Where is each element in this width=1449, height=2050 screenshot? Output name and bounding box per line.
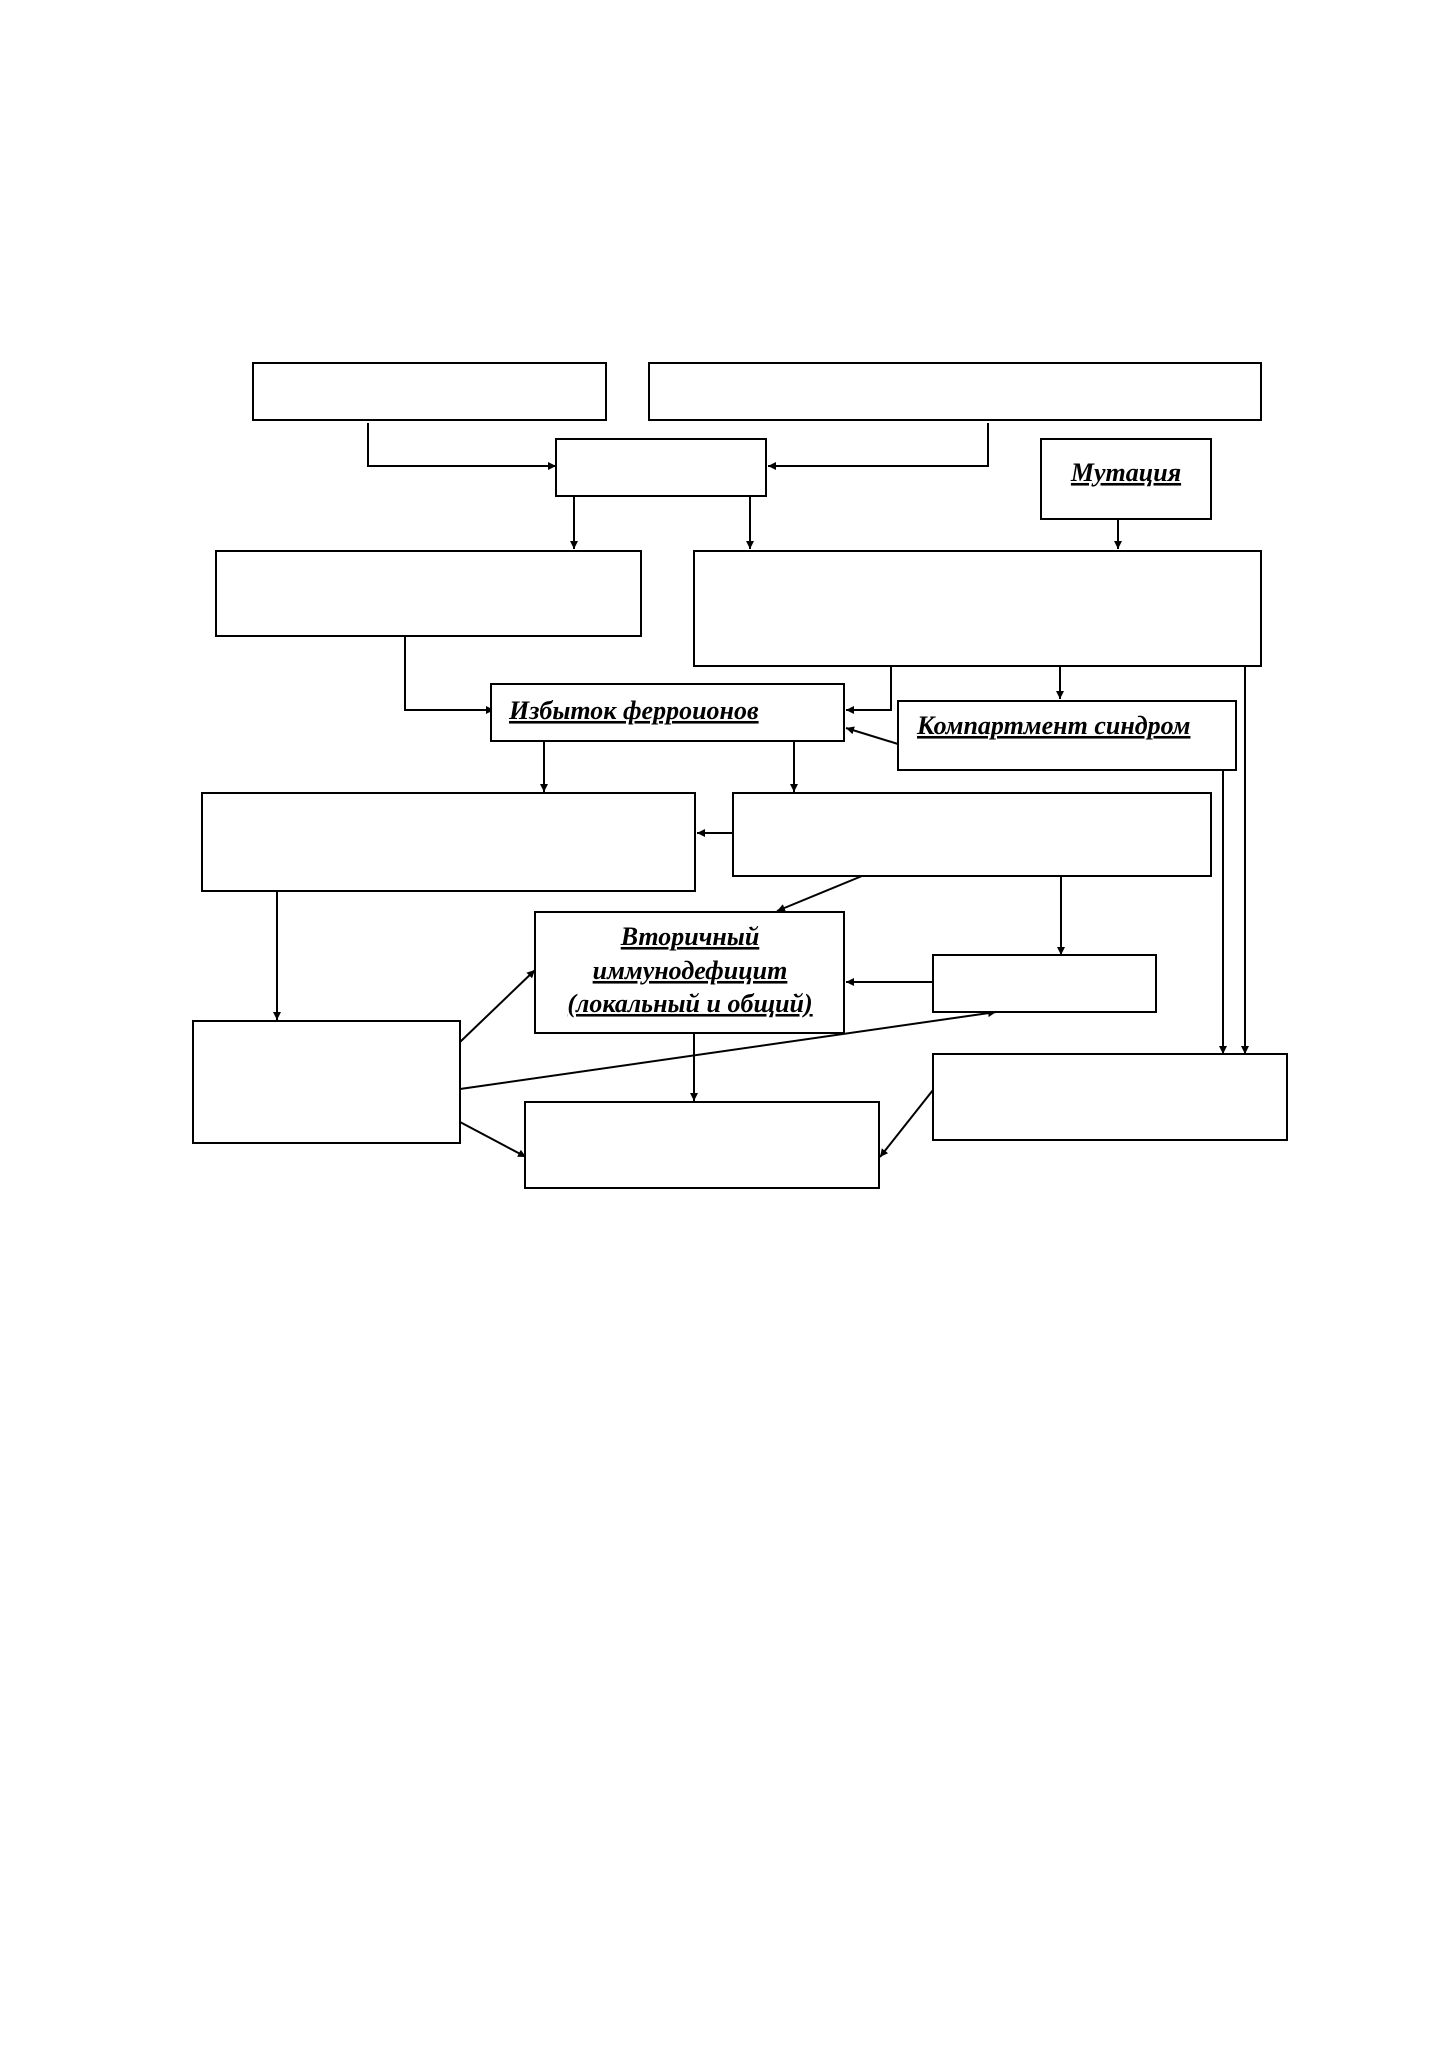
box-compartment xyxy=(897,700,1237,771)
edge-blank7-to-immunodef xyxy=(776,875,863,912)
label-mutation: Мутация xyxy=(1070,458,1181,487)
label-immunodef-line1: Вторичный xyxy=(620,922,760,951)
edge-blank9-to-blank11 xyxy=(459,1121,527,1158)
edge-blank1-to-blank3 xyxy=(367,423,556,470)
box-blank-2 xyxy=(648,362,1262,421)
box-mutation xyxy=(1040,438,1212,520)
box-blank-7 xyxy=(732,792,1212,877)
edges xyxy=(273,423,1249,1158)
box-blank-3 xyxy=(555,438,767,497)
box-blank-10 xyxy=(932,1053,1288,1141)
edge-blank9-to-immunodef xyxy=(459,969,536,1043)
edge-blank10-to-blank11 xyxy=(879,1089,934,1158)
edge-blank5-to-ferro xyxy=(846,667,892,714)
box-blank-8 xyxy=(932,954,1157,1013)
box-ferro-excess xyxy=(490,683,845,742)
box-immunodeficiency xyxy=(534,911,845,1034)
edge-blank2-to-blank3 xyxy=(768,423,989,470)
box-blank-9 xyxy=(192,1020,461,1144)
nodes: Мутация Избыток ферроионов Компартмент с… xyxy=(192,362,1288,1189)
box-blank-4 xyxy=(215,550,642,637)
box-blank-11 xyxy=(524,1101,880,1189)
edge-compartment-to-ferro xyxy=(845,726,899,745)
box-blank-6 xyxy=(201,792,696,892)
edge-blank9-to-blank8 xyxy=(459,1009,997,1090)
label-ferro-excess: Избыток ферроионов xyxy=(508,696,759,725)
box-blank-5 xyxy=(693,550,1262,667)
box-blank-1 xyxy=(252,362,607,421)
label-compartment: Компартмент синдром xyxy=(916,711,1190,740)
label-immunodef-line2: иммунодефицит xyxy=(593,956,788,985)
edge-blank4-to-ferro xyxy=(404,636,494,714)
label-immunodef-line3: (локальный и общий) xyxy=(567,989,812,1018)
